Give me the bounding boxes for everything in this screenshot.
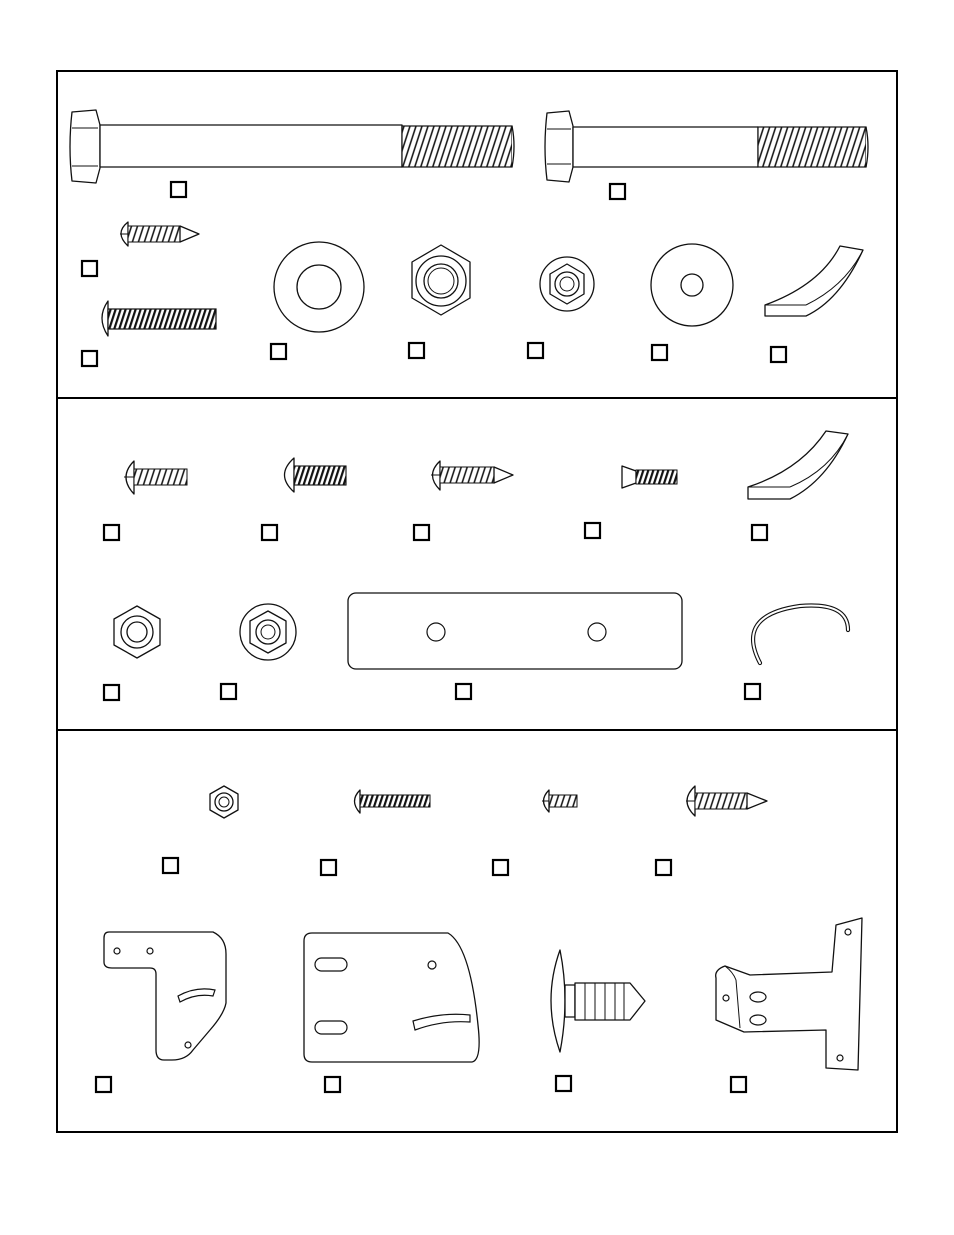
checkbox-small-flat-washer[interactable] — [652, 345, 667, 360]
checkbox-l-bracket[interactable] — [96, 1077, 111, 1092]
checkbox-flat-head-screw[interactable] — [585, 523, 600, 538]
plate-icon — [304, 933, 479, 1062]
checkbox-hex-lock-nut[interactable] — [104, 685, 119, 700]
checkbox-mounting-plate[interactable] — [456, 684, 471, 699]
checkbox-button-head-screw[interactable] — [262, 525, 277, 540]
checkbox-curved-spacer[interactable] — [771, 347, 786, 362]
checkbox-pan-head-tapping-screw[interactable] — [414, 525, 429, 540]
hex-bolt-icon — [545, 111, 868, 182]
hex-nut-icon — [114, 606, 160, 658]
checkbox-small-hex-nut[interactable] — [163, 858, 178, 873]
checkbox-tapping-screw[interactable] — [656, 860, 671, 875]
panel-2 — [104, 431, 848, 700]
checkbox-large-lock-nut[interactable] — [409, 343, 424, 358]
washer-icon — [274, 242, 364, 332]
push-rivet-icon — [551, 950, 645, 1052]
hex-nut-icon — [240, 604, 296, 660]
spacer-icon — [748, 431, 848, 499]
checkbox-long-machine-screw[interactable] — [321, 860, 336, 875]
checkbox-z-bracket[interactable] — [731, 1077, 746, 1092]
checkbox-slotted-plate[interactable] — [325, 1077, 340, 1092]
checkbox-small-lock-nut[interactable] — [528, 343, 543, 358]
hex-bolt-icon — [70, 110, 514, 183]
bracket-icon — [104, 932, 226, 1060]
tapping-screw-icon — [431, 461, 513, 490]
checkbox-large-flat-washer[interactable] — [271, 344, 286, 359]
machine-screw-icon — [124, 461, 187, 494]
machine-screw-icon — [355, 790, 431, 813]
machine-screw-icon — [542, 790, 577, 812]
checkbox-push-rivet[interactable] — [556, 1076, 571, 1091]
flat-head-screw-icon — [622, 466, 677, 488]
hex-nut-icon — [412, 245, 470, 315]
washer-icon — [651, 244, 733, 326]
bracket-icon — [716, 918, 862, 1070]
checkbox-wire-clip[interactable] — [745, 684, 760, 699]
checkbox-button-head-bolt[interactable] — [82, 351, 97, 366]
panel-1 — [70, 110, 868, 366]
checkbox-medium-hex-bolt[interactable] — [610, 184, 625, 199]
button-head-bolt-icon — [285, 458, 347, 492]
checkbox-flange-lock-nut[interactable] — [221, 684, 236, 699]
checkbox-curved-spacer[interactable] — [752, 525, 767, 540]
plate-icon — [348, 593, 682, 669]
button-head-bolt-icon — [102, 301, 216, 336]
tapping-screw-icon — [686, 786, 767, 816]
panel-3 — [96, 786, 862, 1092]
hex-nut-icon — [210, 786, 238, 818]
spacer-icon — [765, 246, 863, 316]
checkbox-pan-head-machine-screw[interactable] — [104, 525, 119, 540]
checkbox-pan-head-tapping-screw[interactable] — [82, 261, 97, 276]
checkbox-short-machine-screw[interactable] — [493, 860, 508, 875]
hex-nut-icon — [540, 257, 594, 311]
tapping-screw-icon — [120, 222, 199, 246]
checkbox-long-hex-bolt[interactable] — [171, 182, 186, 197]
wire-icon — [753, 606, 848, 664]
